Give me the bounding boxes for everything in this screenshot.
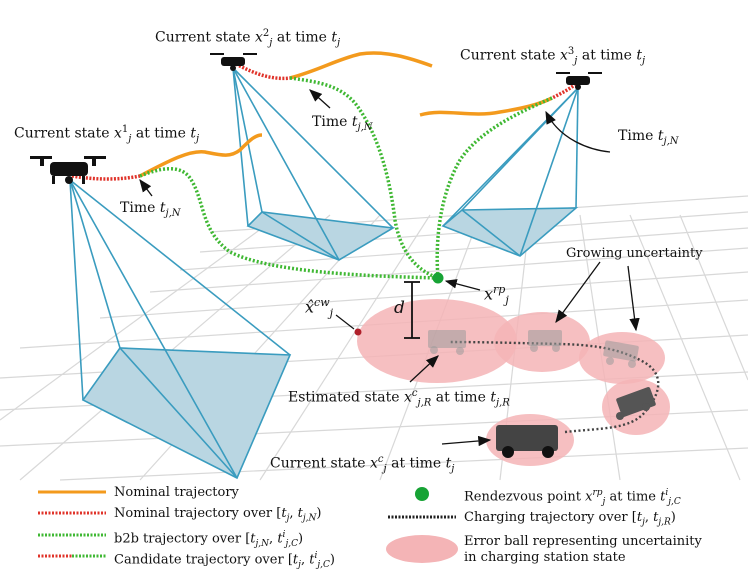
cw-arrow bbox=[335, 314, 355, 330]
legend-error-ball-line1: Error ball representing uncertainity bbox=[464, 534, 702, 549]
rendezvous-arrow bbox=[444, 279, 481, 291]
time-left-label: Time tj,N bbox=[120, 200, 181, 219]
drone-1-icon bbox=[30, 156, 106, 184]
charger-arrow bbox=[441, 435, 492, 447]
rendezvous-point bbox=[432, 272, 444, 284]
cw-point bbox=[354, 328, 362, 336]
legend-b2b: b2b trajectory over [tj,N, tij,C) bbox=[114, 530, 304, 549]
b2b-trajectory-right bbox=[435, 96, 553, 279]
camera-frustum-left bbox=[69, 179, 292, 480]
estimated-vehicle-3 bbox=[603, 340, 639, 368]
charger-state-label: Current state xcj at time tj bbox=[270, 454, 455, 475]
estimated-state-label: Estimated state xcj,R at time tj,R bbox=[288, 388, 510, 409]
legend-charging: Charging trajectory over [tj, tj,R) bbox=[464, 510, 676, 528]
drone-2-icon bbox=[210, 53, 257, 71]
legend-error-ball-swatch bbox=[386, 535, 458, 563]
b2b-trajectory-left bbox=[139, 167, 439, 280]
legend-swatches bbox=[38, 487, 458, 563]
nominal-trajectory-middle bbox=[289, 51, 433, 80]
distance-label: d bbox=[394, 298, 405, 318]
estimated-arrow bbox=[409, 355, 439, 383]
time-left-arrow bbox=[139, 178, 153, 197]
legend-nominal: Nominal trajectory bbox=[114, 485, 239, 500]
b2b-trajectory-middle bbox=[289, 76, 439, 280]
estimated-vehicle-1 bbox=[428, 330, 466, 355]
legend-error-ball-line2: in charging station state bbox=[464, 550, 626, 565]
legend-candidate: Candidate trajectory over [tj, tij,C) bbox=[114, 551, 335, 570]
time-middle-arrow bbox=[309, 89, 331, 109]
charging-trajectory bbox=[449, 340, 660, 434]
charging-station-estimates bbox=[428, 330, 639, 368]
legend-nominal-over: Nominal trajectory over [tj, tj,N) bbox=[114, 506, 322, 524]
growing-arrow-1 bbox=[555, 261, 601, 324]
charging-station-current bbox=[496, 425, 558, 458]
nominal-over-middle bbox=[235, 62, 291, 81]
drone3-state-label: Current state x3j at time tj bbox=[460, 46, 646, 67]
drone1-state-label: Current state x1j at time tj bbox=[14, 124, 200, 145]
growing-arrow-2 bbox=[627, 265, 640, 332]
cw-label: x̂cwj bbox=[305, 296, 334, 320]
nominal-trajectory-right bbox=[419, 96, 553, 117]
drone2-state-label: Current state x2j at time tj bbox=[155, 28, 341, 49]
nominal-over-left bbox=[71, 174, 141, 181]
drone-3-icon bbox=[556, 72, 602, 90]
charging-station-vehicle-dark bbox=[616, 387, 656, 420]
growing-uncertainty-label: Growing uncertainty bbox=[566, 246, 703, 261]
time-middle-label: Time tj,N bbox=[312, 114, 373, 133]
rendezvous-label: xrpj bbox=[484, 283, 509, 307]
camera-frustum-right bbox=[441, 87, 579, 257]
time-right-arrow bbox=[545, 110, 611, 153]
distance-marker bbox=[404, 281, 420, 339]
camera-frustum-middle bbox=[232, 67, 396, 261]
nominal-trajectory-left bbox=[139, 133, 263, 178]
time-right-label: Time tj,N bbox=[618, 128, 679, 147]
estimated-vehicle-2 bbox=[528, 330, 562, 352]
legend-rendezvous: Rendezvous point xrpj at time tij,C bbox=[464, 488, 681, 507]
nominal-over-right bbox=[551, 82, 578, 100]
legend-rendezvous-swatch bbox=[415, 487, 429, 501]
